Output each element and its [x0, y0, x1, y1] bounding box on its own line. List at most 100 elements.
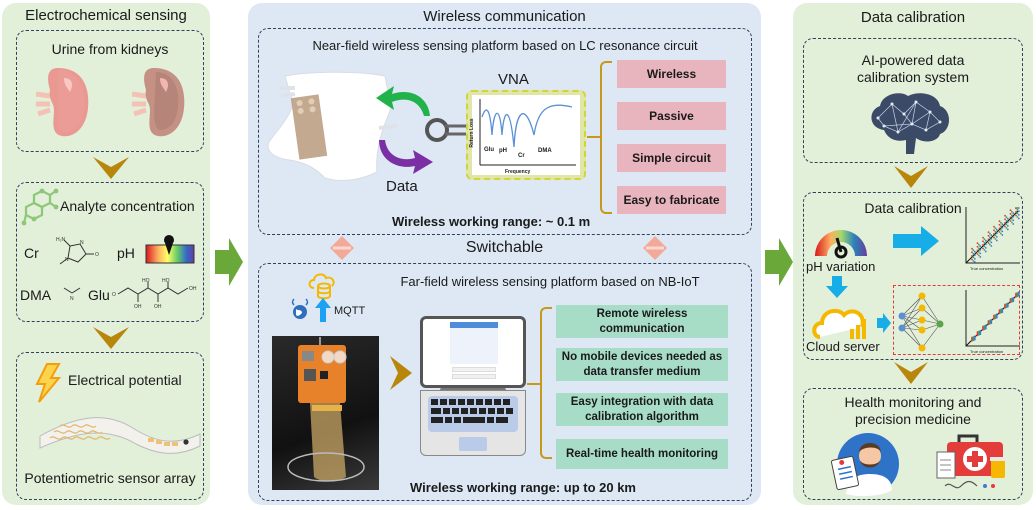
scatter-point	[982, 236, 984, 239]
ml-model-highlight	[893, 285, 1020, 355]
scatter-point	[989, 322, 991, 325]
vna-xlabel: Frequency	[505, 169, 531, 175]
scatter-point	[1005, 216, 1008, 219]
calibrated-scatter-plot	[965, 290, 1020, 347]
scatter-point	[979, 333, 982, 336]
uncalibrated-scatter-plot	[965, 207, 1020, 264]
scatter-point	[1012, 223, 1015, 225]
vna-peak-cr: Cr	[518, 153, 525, 159]
scatter-point	[972, 256, 975, 259]
scatter-point	[983, 245, 986, 248]
scatter-point	[1009, 220, 1012, 222]
ph-gauge-icon	[815, 230, 867, 259]
vna-peak-dma: DMA	[538, 148, 552, 154]
data-label: Data	[386, 178, 418, 195]
scatter-point	[989, 243, 991, 246]
near-field-range: Wireless working range: ~ 0.1 m	[392, 214, 591, 229]
scatter-point	[1001, 223, 1004, 226]
medical-kit-icon	[936, 434, 1006, 489]
nb-iot-board	[287, 337, 365, 482]
calibration-detail-title: Data calibration	[864, 200, 962, 216]
scatter-point	[982, 240, 984, 243]
scatter-point	[1015, 295, 1017, 298]
flow-chevron-right-icon	[390, 356, 412, 390]
scatter-point	[993, 229, 995, 232]
scatter-point	[973, 338, 976, 341]
scatter-point	[1004, 225, 1006, 228]
feature-wireless: Wireless	[617, 60, 726, 88]
feature-easy-to-fabricate: Easy to fabricate	[617, 186, 726, 214]
scatter-point	[971, 339, 973, 342]
feature-no-mobile-devices: No mobile devices needed as data transfe…	[556, 348, 728, 381]
svg-text:OH: OH	[134, 304, 142, 310]
svg-text:N: N	[70, 296, 74, 302]
scatter-point	[1016, 216, 1019, 218]
diaper-image	[267, 71, 398, 181]
scatter-point	[987, 231, 990, 234]
urine-label: Urine from kidneys	[51, 41, 169, 57]
svg-text:O: O	[95, 252, 99, 258]
scatter-point	[1009, 209, 1012, 212]
bottom-plot-xlabel: True concentration	[970, 349, 1004, 354]
purple-curved-arrow-icon	[379, 140, 433, 174]
scatter-point	[1015, 214, 1017, 217]
svg-text:HO: HO	[142, 278, 150, 284]
scatter-point	[987, 234, 990, 237]
scatter-point	[1001, 311, 1004, 314]
flow-chevron-icon	[93, 157, 129, 179]
vna-peak-ph: pH	[499, 148, 507, 154]
ph-scale-icon	[145, 235, 195, 264]
scatter-point	[989, 240, 991, 242]
scatter-point	[1011, 221, 1013, 224]
electrical-potential-label: Electrical potential	[68, 372, 182, 388]
scatter-point	[978, 247, 980, 250]
scatter-point	[990, 234, 993, 237]
scatter-point	[1006, 305, 1009, 308]
laptop-app-header	[450, 322, 498, 328]
scatter-point	[976, 242, 979, 245]
far-field-bracket	[540, 307, 552, 459]
scatter-point	[1016, 207, 1019, 209]
creatinine-structure: H₂N N O N	[56, 237, 99, 265]
near-field-bracket	[600, 61, 612, 214]
scatter-point	[995, 239, 998, 242]
scatter-point	[976, 334, 979, 337]
scatter-point	[1000, 232, 1002, 235]
far-field-box	[258, 263, 752, 501]
health-monitoring-label: Health monitoring and precision medicine	[844, 394, 982, 427]
scatter-point	[973, 250, 976, 253]
laptop-app-button	[452, 374, 496, 379]
vna-peak-glu: Glu	[484, 147, 494, 153]
scatter-point	[1006, 228, 1009, 231]
scatter-point	[973, 254, 976, 257]
scatter-point	[998, 227, 1001, 230]
healthy-kidney-icon	[35, 68, 89, 137]
glu-label: Glu	[88, 287, 110, 303]
scatter-point	[1005, 306, 1008, 309]
scatter-point	[1012, 300, 1015, 303]
scatter-point	[982, 247, 984, 250]
flow-chevron-icon	[894, 362, 928, 384]
scatter-point	[973, 258, 976, 260]
scatter-point	[1009, 216, 1012, 219]
feature-remote-wireless: Remote wireless communication	[556, 305, 728, 338]
scatter-point	[984, 327, 987, 330]
scatter-point	[995, 232, 998, 235]
sensor-array-caption: Potentiometric sensor array	[24, 470, 196, 486]
scatter-point	[1004, 222, 1006, 224]
laptop-app-button	[452, 367, 496, 372]
scatter-point	[993, 317, 995, 320]
top-plot-xlabel: True concentration	[970, 266, 1004, 271]
green-curved-arrow-icon	[376, 86, 430, 116]
scatter-point	[984, 247, 987, 249]
scatter-point	[1012, 219, 1015, 222]
scatter-point	[995, 316, 998, 319]
analyte-label: Analyte concentration	[60, 198, 195, 214]
scatter-point	[987, 242, 990, 244]
sensor-array-image	[39, 417, 201, 454]
electrical-potential-box	[16, 352, 204, 500]
dma-label: DMA	[20, 287, 52, 303]
scatter-point	[1006, 217, 1009, 220]
scatter-point	[978, 254, 980, 257]
scatter-point	[1004, 306, 1006, 309]
